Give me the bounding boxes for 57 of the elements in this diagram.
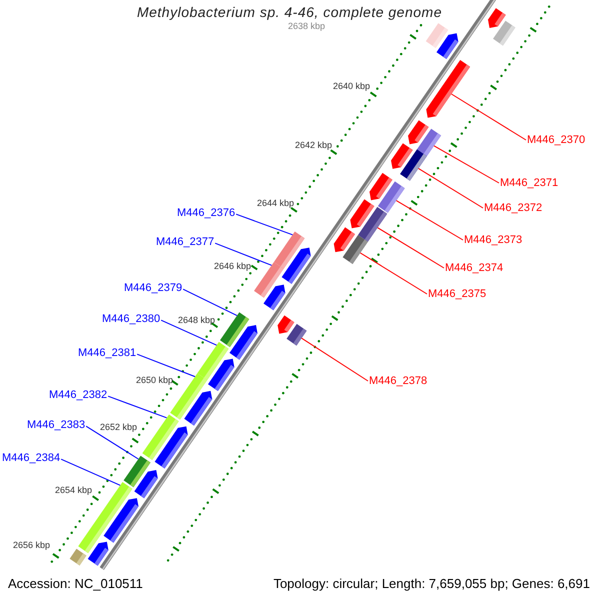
- leader-line: [160, 320, 218, 346]
- leader-line: [434, 145, 500, 184]
- leader-line: [86, 426, 139, 460]
- gene-label: M446_2370: [527, 134, 586, 146]
- gene-label: M446_2376: [177, 207, 236, 219]
- gene-label: M446_2381: [78, 347, 136, 359]
- leader-line: [60, 458, 121, 486]
- gene-bar: [417, 128, 442, 156]
- gene-bar: [274, 232, 305, 269]
- gene-bar: [400, 149, 427, 181]
- gene-bar: [378, 181, 405, 213]
- scale-label: 2646 kbp: [214, 262, 252, 271]
- leader-line: [396, 200, 464, 240]
- scale-label: 2652 kbp: [100, 423, 138, 432]
- gene-label: M446_2372: [484, 202, 542, 214]
- title: Methylobacterium sp. 4-46, complete genome: [136, 5, 442, 19]
- scale-label: 2650 kbp: [136, 376, 174, 385]
- scale-label: 2640 kbp: [333, 82, 370, 91]
- gene-label: M446_2384: [2, 452, 60, 464]
- gene-label: M446_2371: [500, 177, 558, 189]
- gene-label: M446_2383: [27, 419, 86, 431]
- gene-bar: [358, 206, 388, 242]
- gene-label: M446_2374: [445, 262, 504, 274]
- leader-line: [450, 94, 526, 140]
- leader-line: [214, 242, 272, 266]
- gene-bar: [286, 324, 307, 346]
- leader-line: [136, 354, 196, 378]
- gene-label: M446_2377: [156, 236, 214, 248]
- gene-label: M446_2380: [102, 313, 160, 325]
- gene-label: M446_2373: [464, 234, 522, 246]
- scale-label: 2638 kbp: [288, 22, 326, 31]
- gene-bar: [254, 262, 284, 298]
- leader-line: [360, 252, 428, 294]
- scale-label: 2642 kbp: [295, 141, 332, 150]
- info-text: Topology: circular; Length: 7,659,055 bp; Genes: 6,691: [273, 577, 590, 590]
- gene-bar: [78, 482, 132, 554]
- leader-line: [236, 214, 294, 236]
- gene-label: M446_2382: [49, 389, 108, 401]
- gene-bar: [342, 235, 368, 264]
- gene-bar: [124, 456, 150, 488]
- gene-label: M446_2378: [369, 375, 428, 387]
- leader-line: [301, 338, 368, 382]
- gene-bar: [197, 342, 229, 380]
- gene-block: [426, 60, 470, 118]
- leader-line: [108, 396, 168, 418]
- info-text: Accession: NC_010511: [8, 577, 143, 590]
- scale-label: 2656 kbp: [13, 541, 50, 550]
- leader-line: [377, 227, 444, 268]
- scale-label: 2644 kbp: [257, 199, 294, 208]
- scale-label: 2654 kbp: [55, 486, 92, 495]
- scale-label: 2648 kbp: [178, 316, 216, 325]
- leader-line: [182, 288, 238, 316]
- gene-label: M446_2375: [428, 288, 486, 300]
- gene-label: M446_2379: [124, 282, 182, 294]
- gene-bar: [142, 414, 179, 460]
- leader-line: [418, 168, 484, 208]
- gene-bar: [220, 312, 250, 348]
